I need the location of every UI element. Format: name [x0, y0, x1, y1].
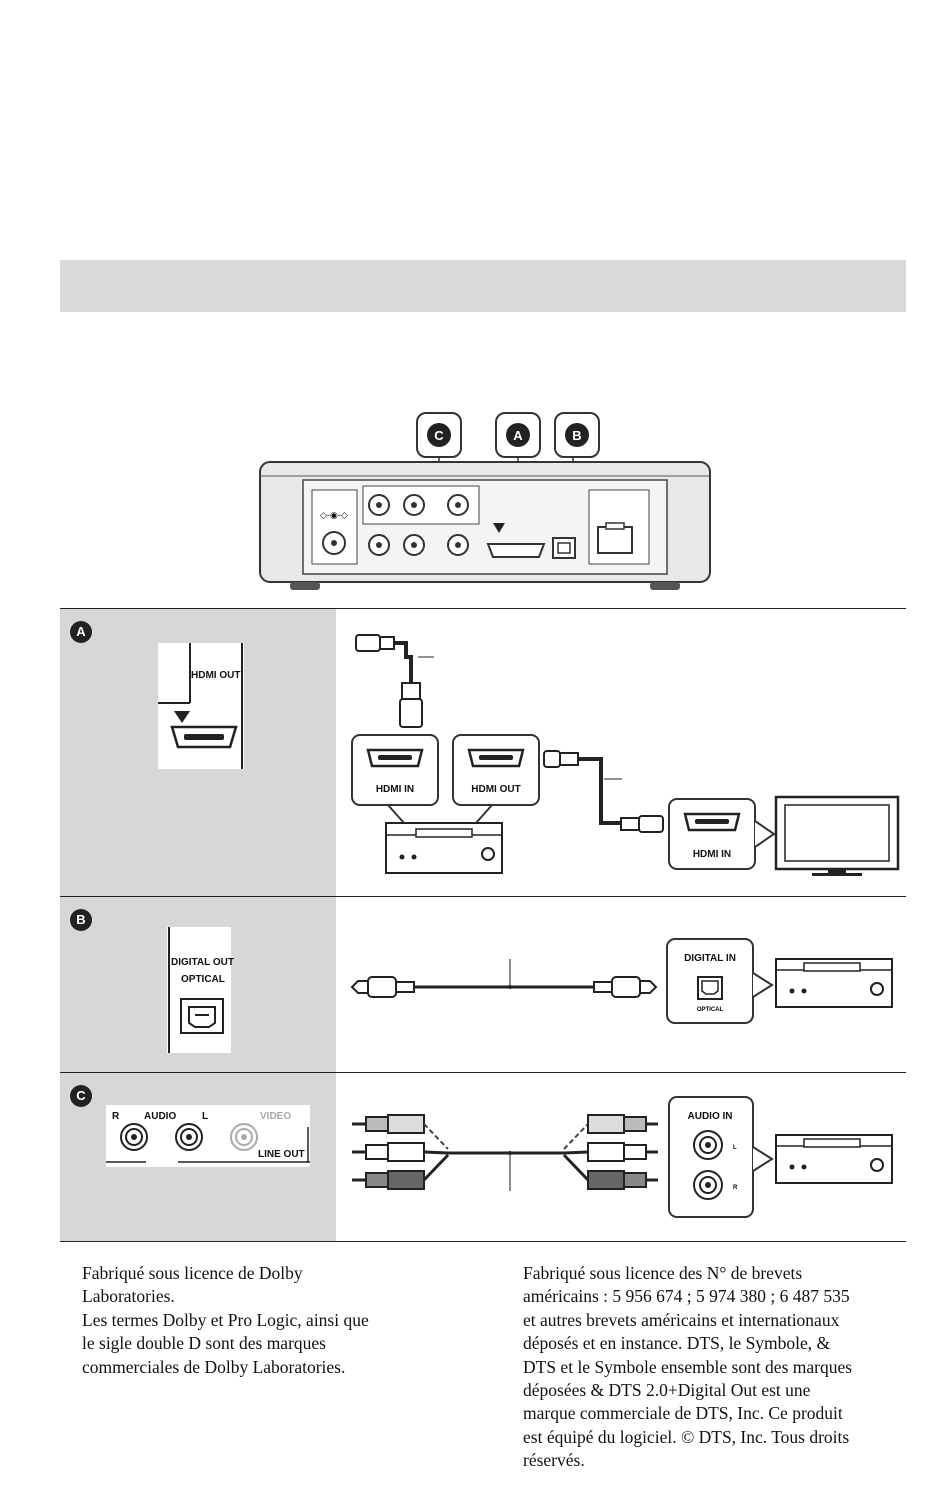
player-label-video: VIDEO	[260, 1111, 291, 1122]
dts-line: Fabriqué sous licence des N° de brevets	[523, 1263, 803, 1283]
tv-hdmi-in-label: HDMI IN	[693, 849, 731, 860]
dolby-line: Fabriqué sous licence de Dolby	[82, 1263, 303, 1283]
panel-b-player-side: B DIGITAL OUT OPTICAL	[60, 897, 336, 1073]
panel-c-connection-diagram: AUDIO IN L R	[336, 1073, 906, 1241]
dts-line: DTS et le Symbole ensemble sont des marq…	[523, 1356, 853, 1377]
dts-line: et autres brevets américains et internat…	[523, 1309, 840, 1330]
avr-hdmi-in-label: HDMI IN	[376, 784, 414, 795]
player-label-l: L	[202, 1111, 208, 1122]
panel-c-player-side: C R AUDIO L VIDEO LINE OUT	[60, 1073, 336, 1241]
player-optical-label-line1: DIGITAL OUT	[171, 957, 234, 968]
section-banner	[60, 260, 906, 312]
tv-hdmi-in-box: HDMI IN	[668, 798, 756, 870]
player-optical-port: DIGITAL OUT OPTICAL	[167, 927, 234, 1053]
av-receiver-illustration	[385, 804, 503, 874]
avr-hdmi-in-box: HDMI IN	[351, 734, 439, 806]
avr-audio-in-r: R	[733, 1185, 738, 1191]
avr-audio-in-box: AUDIO IN L R	[668, 1096, 754, 1218]
avr-optical-in-label: DIGITAL IN	[684, 953, 736, 964]
dts-line: déposées & DTS 2.0+Digital Out est une	[523, 1380, 811, 1401]
dts-line: marque commerciale de DTS, Inc. Ce produ…	[523, 1403, 843, 1424]
tv-illustration	[774, 795, 900, 876]
dolby-line: Les termes Dolby et Pro Logic, ainsi que	[82, 1309, 369, 1330]
panel-a-hdmi: A HDMI OUT	[60, 608, 906, 897]
player-label-line-out: LINE OUT	[258, 1149, 305, 1160]
player-hdmi-out-port: HDMI OUT	[158, 643, 244, 769]
dts-line: est équipé du logiciel. © DTS, Inc. Tous…	[523, 1426, 850, 1447]
svg-text:◇-◉-◇: ◇-◉-◇	[320, 510, 348, 520]
panel-c-analog-audio: C R AUDIO L VIDEO LINE OUT	[60, 1072, 906, 1242]
player-line-out-ports: R AUDIO L VIDEO LINE OUT	[106, 1105, 310, 1167]
av-receiver-illustration-c	[775, 1134, 893, 1184]
dolby-line: Laboratories.	[82, 1286, 175, 1307]
dts-notice: Fabriqué sous licence des N° de brevets …	[523, 1262, 923, 1473]
dolby-line: le sigle double D sont des marques	[82, 1333, 326, 1354]
panel-c-badge: C	[70, 1085, 92, 1107]
dts-line: américains : 5 956 674 ; 5 974 380 ; 6 4…	[523, 1286, 850, 1307]
panel-b-optical: B DIGITAL OUT OPTICAL	[60, 896, 906, 1073]
player-optical-label-line2: OPTICAL	[181, 974, 225, 985]
dts-line: réservés.	[523, 1450, 585, 1471]
av-receiver-illustration-b	[775, 958, 893, 1008]
player-hdmi-out-label: HDMI OUT	[191, 670, 240, 681]
panel-a-player-side: A HDMI OUT	[60, 609, 336, 897]
panel-a-badge: A	[70, 621, 92, 643]
dolby-line: commerciales de Dolby Laboratories.	[82, 1356, 346, 1377]
avr-hdmi-out-label: HDMI OUT	[471, 784, 520, 795]
callout-a-letter: A	[513, 428, 523, 443]
panel-b-badge: B	[70, 909, 92, 931]
player-label-audio: AUDIO	[144, 1111, 176, 1122]
dolby-notice: Fabriqué sous licence de Dolby Laborator…	[82, 1262, 482, 1379]
panel-a-connection-diagram: HDMI IN HDMI OUT	[336, 609, 906, 897]
avr-audio-in-l: L	[733, 1145, 737, 1151]
player-rear-panel-illustration: C A B ◇-◉-◇	[259, 412, 711, 590]
callout-b-letter: B	[572, 428, 581, 443]
avr-optical-in-box: DIGITAL IN OPTICAL	[666, 938, 754, 1024]
dts-line: déposés et en instance. DTS, le Symbole,…	[523, 1333, 831, 1354]
avr-audio-in-label: AUDIO IN	[688, 1111, 733, 1122]
avr-optical-sublabel: OPTICAL	[697, 1007, 724, 1013]
panel-b-connection-diagram: DIGITAL IN OPTICAL	[336, 897, 906, 1073]
avr-hdmi-out-box: HDMI OUT	[452, 734, 540, 806]
player-label-r: R	[112, 1111, 120, 1122]
callout-c-letter: C	[434, 428, 444, 443]
